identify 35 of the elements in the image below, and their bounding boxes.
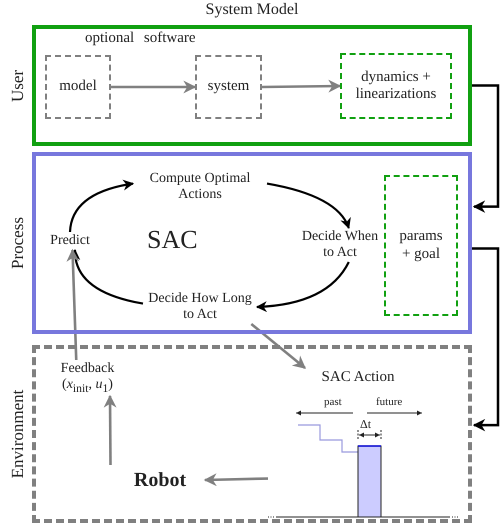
panel-title: System Model	[206, 1, 298, 19]
arrow	[111, 80, 196, 94]
step-text: Compute Optimal Actions	[148, 170, 252, 204]
side-heading: Process	[8, 217, 28, 269]
dimension-label: Δt	[360, 418, 372, 432]
step-text: Predict	[50, 232, 90, 250]
arrow	[204, 473, 268, 486]
software-box	[45, 55, 111, 119]
arrow	[256, 261, 350, 312]
robot-text: Robot	[134, 468, 186, 492]
center-title: SAC	[147, 226, 198, 255]
box-text: dynamics + linearizations	[356, 68, 436, 104]
arrow	[68, 180, 134, 232]
software-box	[195, 55, 262, 119]
step-text: Feedback (x$_{init}$, u$_{1}$)	[60, 360, 116, 396]
side-heading: User	[8, 69, 28, 102]
arrow	[104, 394, 117, 465]
arrow	[66, 248, 80, 360]
input-box	[340, 53, 452, 119]
axis-label: future	[376, 396, 402, 408]
box-text: model	[59, 78, 97, 96]
annotation-text: optional software	[85, 30, 196, 46]
step-text: Decide How Long to Act	[147, 290, 253, 324]
step-text: SAC Action	[322, 369, 394, 387]
box-text: system	[208, 78, 250, 96]
step-text: Decide When to Act	[300, 228, 380, 262]
arrow	[472, 84, 500, 213]
box-text: params + goal	[399, 228, 443, 263]
side-heading: Environment	[8, 390, 28, 478]
arrow	[250, 323, 306, 369]
arrow	[472, 247, 500, 432]
axis-label: past	[324, 396, 342, 408]
input-box	[384, 175, 458, 316]
arrow	[262, 80, 342, 93]
arrow	[266, 182, 350, 229]
